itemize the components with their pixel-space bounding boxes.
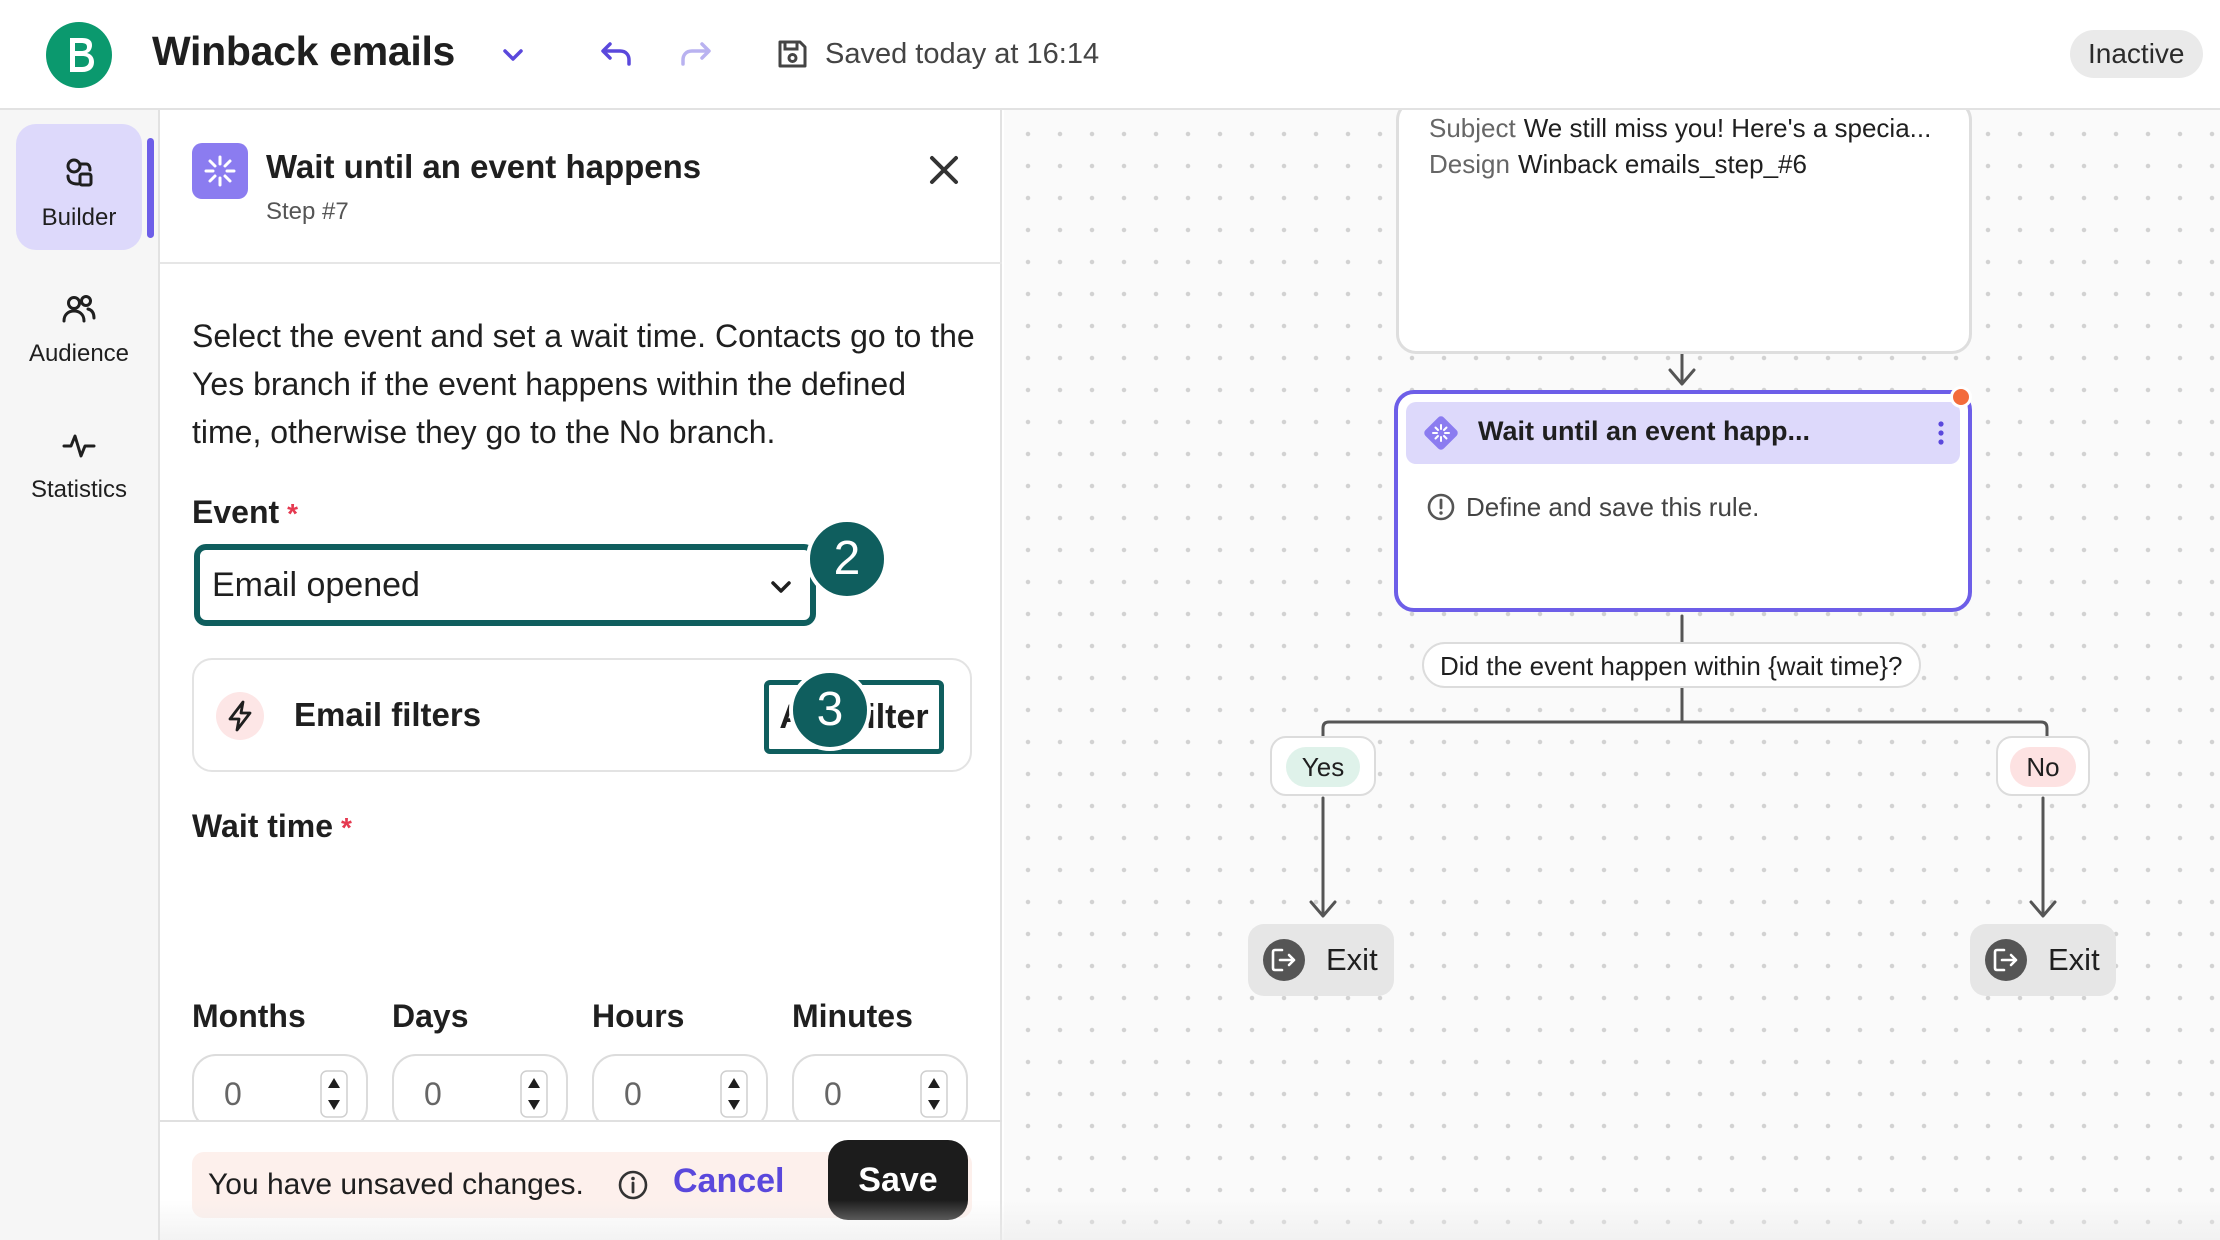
required-marker: * bbox=[341, 812, 352, 843]
sidebar-item-statistics[interactable]: Statistics bbox=[16, 396, 142, 522]
cancel-button[interactable]: Cancel bbox=[673, 1162, 785, 1200]
design-value: Winback emails_step_#6 bbox=[1517, 149, 1807, 179]
wait-node-title: Wait until an event happ... bbox=[1478, 416, 1811, 446]
stepper-arrows-icon[interactable] bbox=[920, 1070, 948, 1118]
wait-node-alert: Define and save this rule. bbox=[1466, 492, 1760, 522]
chevron-down-icon bbox=[771, 581, 791, 593]
stepper-arrows-icon[interactable] bbox=[720, 1070, 748, 1118]
hours-label: Hours bbox=[592, 998, 685, 1034]
stepper-value: 0 bbox=[624, 1076, 642, 1112]
event-field-label: Event* bbox=[192, 494, 298, 531]
months-label: Months bbox=[192, 998, 306, 1034]
exit-label: Exit bbox=[1326, 942, 1378, 977]
sidebar-item-label: Statistics bbox=[30, 476, 128, 503]
wait-event-node[interactable]: Wait until an event happ... Define and s… bbox=[1394, 390, 1972, 612]
required-marker: * bbox=[287, 498, 299, 529]
sidebar-item-label: Builder bbox=[41, 204, 117, 231]
stepper-value: 0 bbox=[824, 1076, 842, 1112]
stepper-arrows-icon[interactable] bbox=[320, 1070, 348, 1118]
chevron-down-icon[interactable] bbox=[496, 38, 530, 72]
email-filters-label: Email filters bbox=[294, 696, 482, 733]
unsaved-indicator-dot bbox=[1950, 386, 1972, 408]
top-bar: Winback emails Saved today at 16:14 Inac… bbox=[0, 0, 2220, 110]
bottom-shadow bbox=[160, 1200, 2220, 1240]
unsaved-changes-text: You have unsaved changes. bbox=[208, 1168, 584, 1201]
exit-label: Exit bbox=[2048, 942, 2100, 977]
sidebar-item-label: Audience bbox=[28, 340, 130, 367]
wait-event-icon bbox=[1424, 416, 1458, 450]
stepper-value: 0 bbox=[424, 1076, 442, 1112]
panel-description: Select the event and set a wait time. Co… bbox=[192, 318, 975, 450]
info-icon[interactable] bbox=[616, 1168, 650, 1202]
step-callout-badge: 3 bbox=[789, 669, 871, 751]
months-stepper[interactable]: 0 bbox=[192, 1054, 368, 1130]
panel-header: Wait until an event happens Step #7 bbox=[160, 110, 1002, 264]
status-badge: Inactive bbox=[2070, 30, 2203, 78]
stepper-value: 0 bbox=[224, 1076, 242, 1112]
yes-branch-text: Yes bbox=[1286, 747, 1360, 787]
footer-divider bbox=[160, 1120, 1002, 1122]
lightning-icon bbox=[216, 692, 264, 740]
save-icon bbox=[778, 40, 807, 68]
event-label-text: Event bbox=[192, 494, 280, 530]
step-callout-badge: 2 bbox=[806, 518, 888, 600]
minutes-label: Minutes bbox=[792, 998, 913, 1034]
alert-circle-icon bbox=[1427, 493, 1455, 521]
step-number: Step #7 bbox=[266, 198, 349, 225]
wait-time-label-text: Wait time bbox=[192, 808, 334, 844]
more-vertical-icon[interactable] bbox=[1924, 416, 1958, 450]
days-label: Days bbox=[392, 998, 469, 1034]
exit-icon bbox=[1263, 939, 1305, 981]
sidebar-item-audience[interactable]: Audience bbox=[16, 260, 142, 386]
design-key: Design bbox=[1429, 149, 1510, 179]
undo-icon[interactable] bbox=[596, 34, 636, 74]
exit-icon bbox=[1985, 939, 2027, 981]
redo-icon[interactable] bbox=[676, 34, 716, 74]
exit-node-no[interactable]: Exit bbox=[1970, 924, 2116, 996]
wait-event-icon bbox=[192, 143, 248, 199]
saved-status-text: Saved today at 16:14 bbox=[825, 38, 1100, 70]
left-rail: Builder Audience Statistics bbox=[0, 110, 160, 1240]
panel-title: Wait until an event happens bbox=[266, 148, 702, 185]
close-icon[interactable] bbox=[922, 148, 966, 192]
automation-title[interactable]: Winback emails bbox=[152, 28, 456, 74]
days-stepper[interactable]: 0 bbox=[392, 1054, 568, 1130]
wait-time-label: Wait time* bbox=[192, 808, 352, 845]
subject-value: We still miss you! Here's a specia... bbox=[1523, 113, 1932, 143]
no-branch-label: No bbox=[1996, 736, 2090, 796]
subject-key: Subject bbox=[1429, 113, 1516, 143]
builder-icon bbox=[66, 158, 93, 187]
condition-label: Did the event happen within {wait time}? bbox=[1422, 642, 1921, 688]
brevo-logo-icon[interactable] bbox=[46, 22, 112, 88]
no-branch-text: No bbox=[2010, 747, 2076, 787]
exit-node-yes[interactable]: Exit bbox=[1248, 924, 1394, 996]
audience-icon bbox=[62, 295, 96, 323]
active-indicator bbox=[147, 138, 154, 238]
statistics-icon bbox=[62, 434, 96, 458]
minutes-stepper[interactable]: 0 bbox=[792, 1054, 968, 1130]
step-settings-panel: Wait until an event happens Step #7 Sele… bbox=[160, 110, 1002, 1240]
event-select-value: Email opened bbox=[212, 566, 420, 604]
sidebar-item-builder[interactable]: Builder bbox=[16, 124, 142, 250]
yes-branch-label: Yes bbox=[1270, 736, 1376, 796]
stepper-arrows-icon[interactable] bbox=[520, 1070, 548, 1118]
event-select[interactable]: Email opened bbox=[194, 544, 816, 626]
wait-node-header: Wait until an event happ... bbox=[1406, 402, 1960, 464]
hours-stepper[interactable]: 0 bbox=[592, 1054, 768, 1130]
